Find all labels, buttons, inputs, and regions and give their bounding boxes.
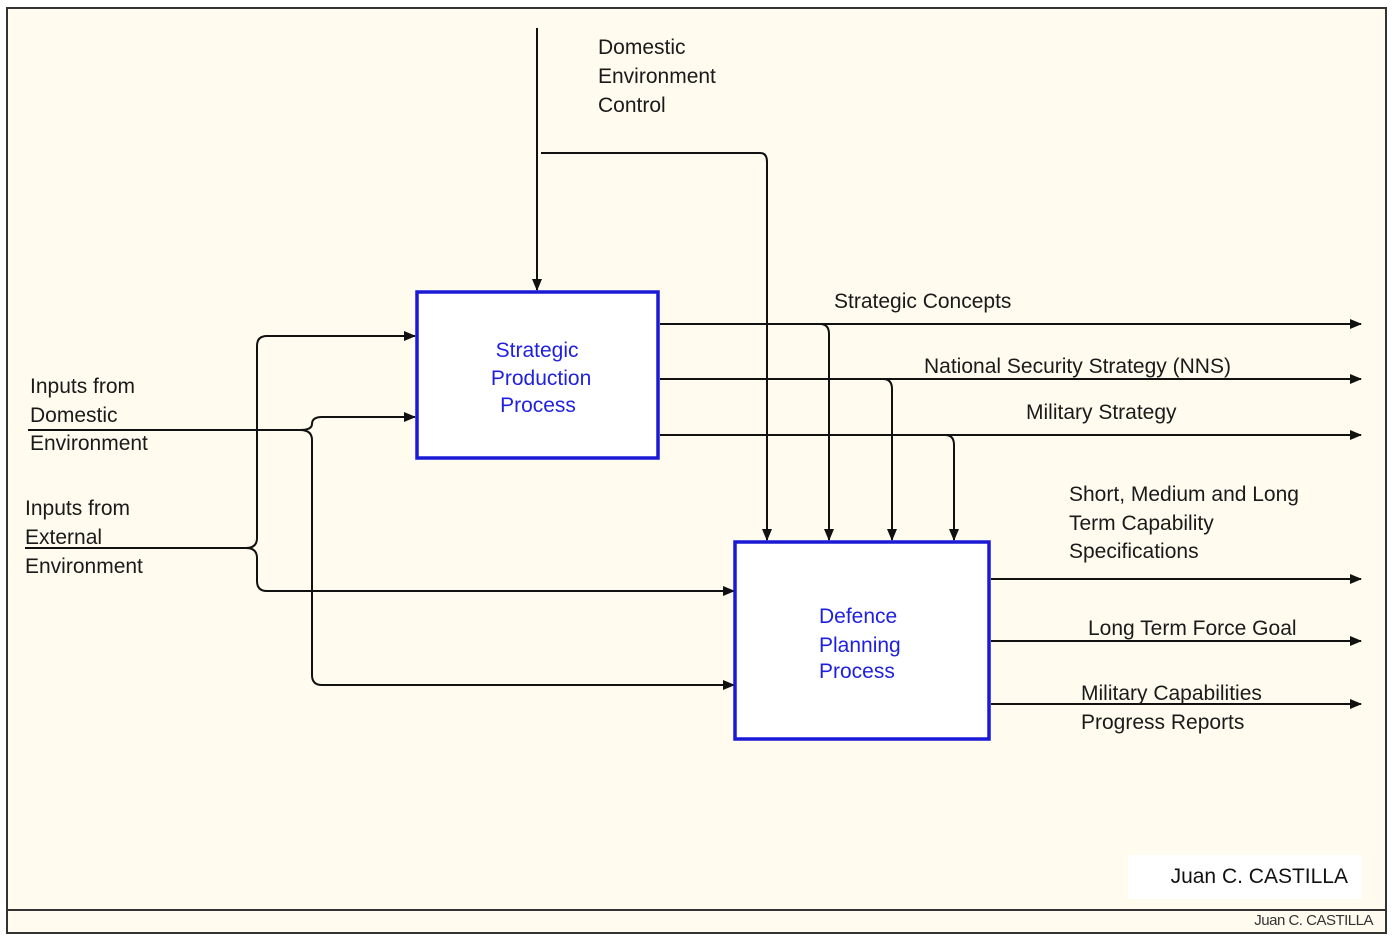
defence-box-label: Defence Planning Process (819, 605, 907, 683)
footer-divider (6, 909, 1387, 911)
strategic-concepts-branch (819, 323, 834, 541)
capability-specs-label: Short, Medium and Long Term Capability S… (1069, 483, 1305, 563)
strategic-box-label: Strategic Production Process (491, 339, 597, 417)
external-to-strategic-arrow (245, 331, 416, 549)
nss-label: National Security Strategy (NNS) (924, 355, 1231, 378)
progress-reports-label: Military Capabilities Progress Reports (1081, 682, 1268, 734)
strategic-concepts-label: Strategic Concepts (834, 290, 1011, 313)
diagram-frame (6, 7, 1387, 934)
military-strategy-branch (944, 434, 959, 541)
external-to-defence-arrow (245, 547, 735, 596)
defence-planning-box[interactable] (733, 540, 991, 741)
author-label: Juan C. CASTILLA (1128, 855, 1362, 899)
military-strategy-label: Military Strategy (1026, 401, 1177, 424)
nss-branch (882, 378, 897, 541)
strategic-production-box[interactable] (415, 290, 660, 460)
control-branch-arrow (541, 152, 772, 541)
force-goal-label: Long Term Force Goal (1088, 617, 1297, 640)
domestic-to-strategic-arrow (299, 412, 416, 431)
domestic-control-label: Domestic Environment Control (598, 36, 722, 117)
domestic-to-defence-arrow (299, 429, 735, 690)
inputs-domestic-label: Inputs from Domestic Environment (30, 375, 148, 455)
footer-credit: Juan C. CASTILLA (1254, 912, 1373, 929)
inputs-external-label: Inputs from External Environment (25, 497, 143, 578)
